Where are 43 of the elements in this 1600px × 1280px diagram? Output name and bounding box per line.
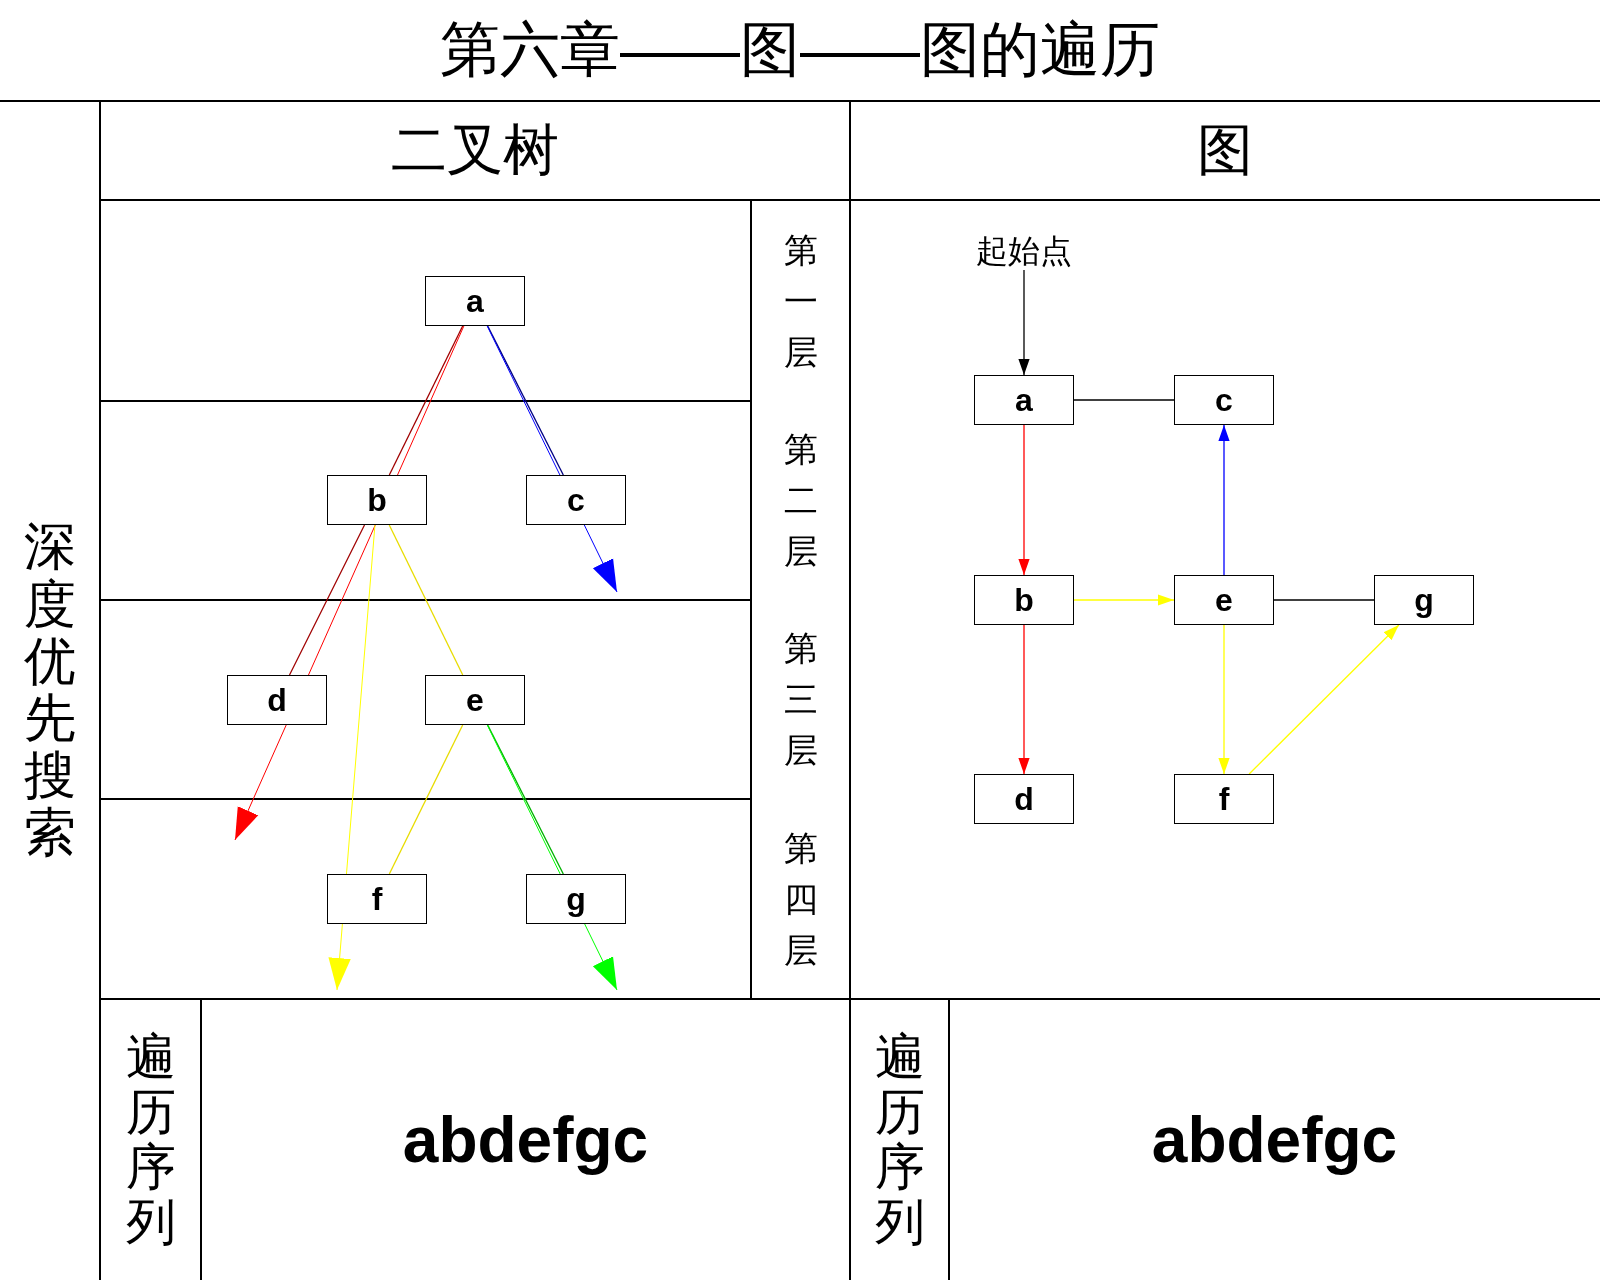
connector-line: [487, 325, 564, 476]
level-label: 第一层: [783, 229, 818, 373]
connector-line: [1073, 399, 1175, 401]
connector-line: [487, 724, 564, 875]
connector-line: [388, 724, 464, 875]
arrow: [328, 524, 376, 991]
connector-line: [288, 524, 366, 676]
tree-node: a: [425, 276, 525, 326]
column-header: 二叉树: [391, 117, 559, 183]
tree-node: g: [526, 874, 626, 924]
traversal-sequence: abdefgc: [402, 1102, 649, 1178]
graph-node: c: [1174, 375, 1274, 425]
graph-node: b: [974, 575, 1074, 625]
row-label: 深度优先搜索: [24, 518, 76, 862]
traversal-sequence: abdefgc: [1151, 1102, 1398, 1178]
graph-node: d: [974, 774, 1074, 824]
arrow: [1248, 624, 1400, 775]
tree-node: e: [425, 675, 525, 725]
tree-node: b: [327, 475, 427, 525]
connector-line: [1273, 599, 1375, 601]
sequence-label: 遍历序列: [874, 1029, 925, 1250]
level-label: 第三层: [783, 628, 818, 771]
tree-node: f: [327, 874, 427, 924]
arrow: [1218, 424, 1230, 576]
arrow: [1018, 624, 1030, 775]
arrow: [1018, 424, 1030, 576]
arrow: [1073, 594, 1175, 606]
graph-node: f: [1174, 774, 1274, 824]
graph-node: g: [1374, 575, 1474, 625]
arrow: [1218, 624, 1230, 775]
sequence-label: 遍历序列: [125, 1029, 176, 1250]
graph-node: a: [974, 375, 1074, 425]
connector-line: [388, 524, 464, 676]
level-label: 第四层: [783, 827, 818, 971]
arrow: [1018, 269, 1030, 376]
tree-node: c: [526, 475, 626, 525]
start-label: 起始点: [976, 232, 1072, 271]
column-header: 图: [1197, 117, 1253, 183]
connector-line: [388, 325, 464, 476]
title: 第六章——图——图的遍历: [440, 15, 1160, 85]
graph-node: e: [1174, 575, 1274, 625]
tree-node: d: [227, 675, 327, 725]
level-label: 第二层: [783, 429, 818, 572]
